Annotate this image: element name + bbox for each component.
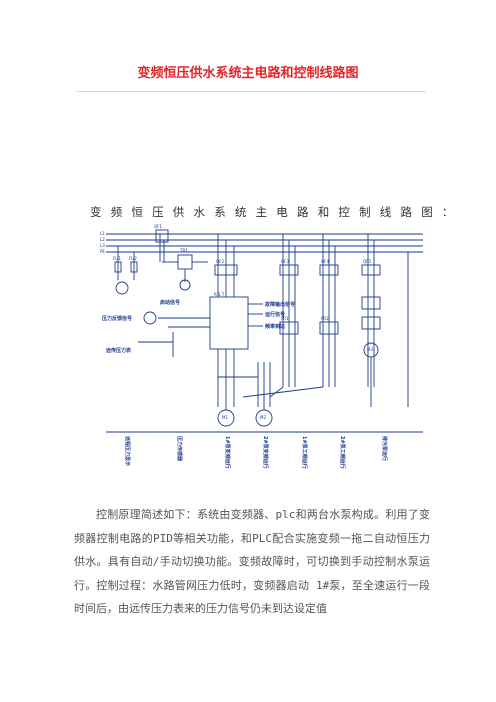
fault-signal-label: 故障输出信号 — [265, 301, 295, 308]
motor2-label: M2 — [260, 415, 266, 420]
fr1-label: FR1 — [281, 316, 289, 321]
bottom-label-1: 远程压力显示 — [124, 436, 131, 466]
bottom-label-4: 2#泵变频运行 — [262, 436, 269, 469]
vfd-title: R S T — [214, 292, 225, 297]
bus-label-l1: L1 — [100, 231, 105, 236]
bus-label-l2: L2 — [100, 237, 105, 242]
fr2-label: FR2 — [321, 316, 329, 321]
motor3-label: M3 — [367, 347, 373, 352]
paragraph-text: 控制原理简述如下：系统由变频器、plc和两台水泵构成。利用了变频器控制电路的PI… — [74, 508, 430, 615]
remote-signal-label: 远传压力表 — [106, 347, 132, 354]
breaker-qf1: QF1 — [154, 224, 162, 229]
transformer-label: TR1 — [179, 248, 188, 253]
fuse1-label: FU1 — [113, 256, 121, 261]
alarm-signal-label: 运行信号 — [265, 311, 285, 318]
body-paragraph: 控制原理简述如下：系统由变频器、plc和两台水泵构成。利用了变频器控制电路的PI… — [74, 503, 430, 621]
motor1-label: M1 — [222, 415, 228, 420]
start-signal-label: 启动信号 — [160, 299, 180, 306]
title-divider — [76, 91, 426, 92]
bottom-label-3: 1#泵变频运行 — [224, 436, 231, 469]
fuse2-label: FU2 — [129, 256, 137, 261]
breaker-qf3: QF3 — [281, 259, 289, 264]
bus-label-l3: L3 — [100, 243, 105, 248]
circuit-diagram: L1 L2 L3 PE QF1 QF2 QF3 QF4 QF5 TR1 FU1 … — [100, 224, 423, 469]
breaker-qf5: QF5 — [363, 259, 371, 264]
bottom-label-6: 2#泵工频运行 — [339, 436, 346, 469]
pressure-signal-label: 压力反馈信号 — [102, 315, 132, 322]
bus-label-pe: PE — [100, 249, 105, 254]
freq-signal-label: 频率到达 — [265, 323, 285, 330]
bottom-label-5: 1#泵工频运行 — [301, 436, 308, 469]
breaker-qf2: QF2 — [216, 259, 224, 264]
diagram-heading: 变频恒压供水系统主电路和控制线路图： — [90, 205, 463, 219]
bottom-label-7: 排污泵运行 — [381, 436, 388, 461]
bottom-label-2: 压力传感器 — [176, 436, 183, 462]
breaker-qf4: QF4 — [321, 259, 329, 264]
document-title: 变频恒压供水系统主电路和控制线路图 — [137, 66, 359, 81]
